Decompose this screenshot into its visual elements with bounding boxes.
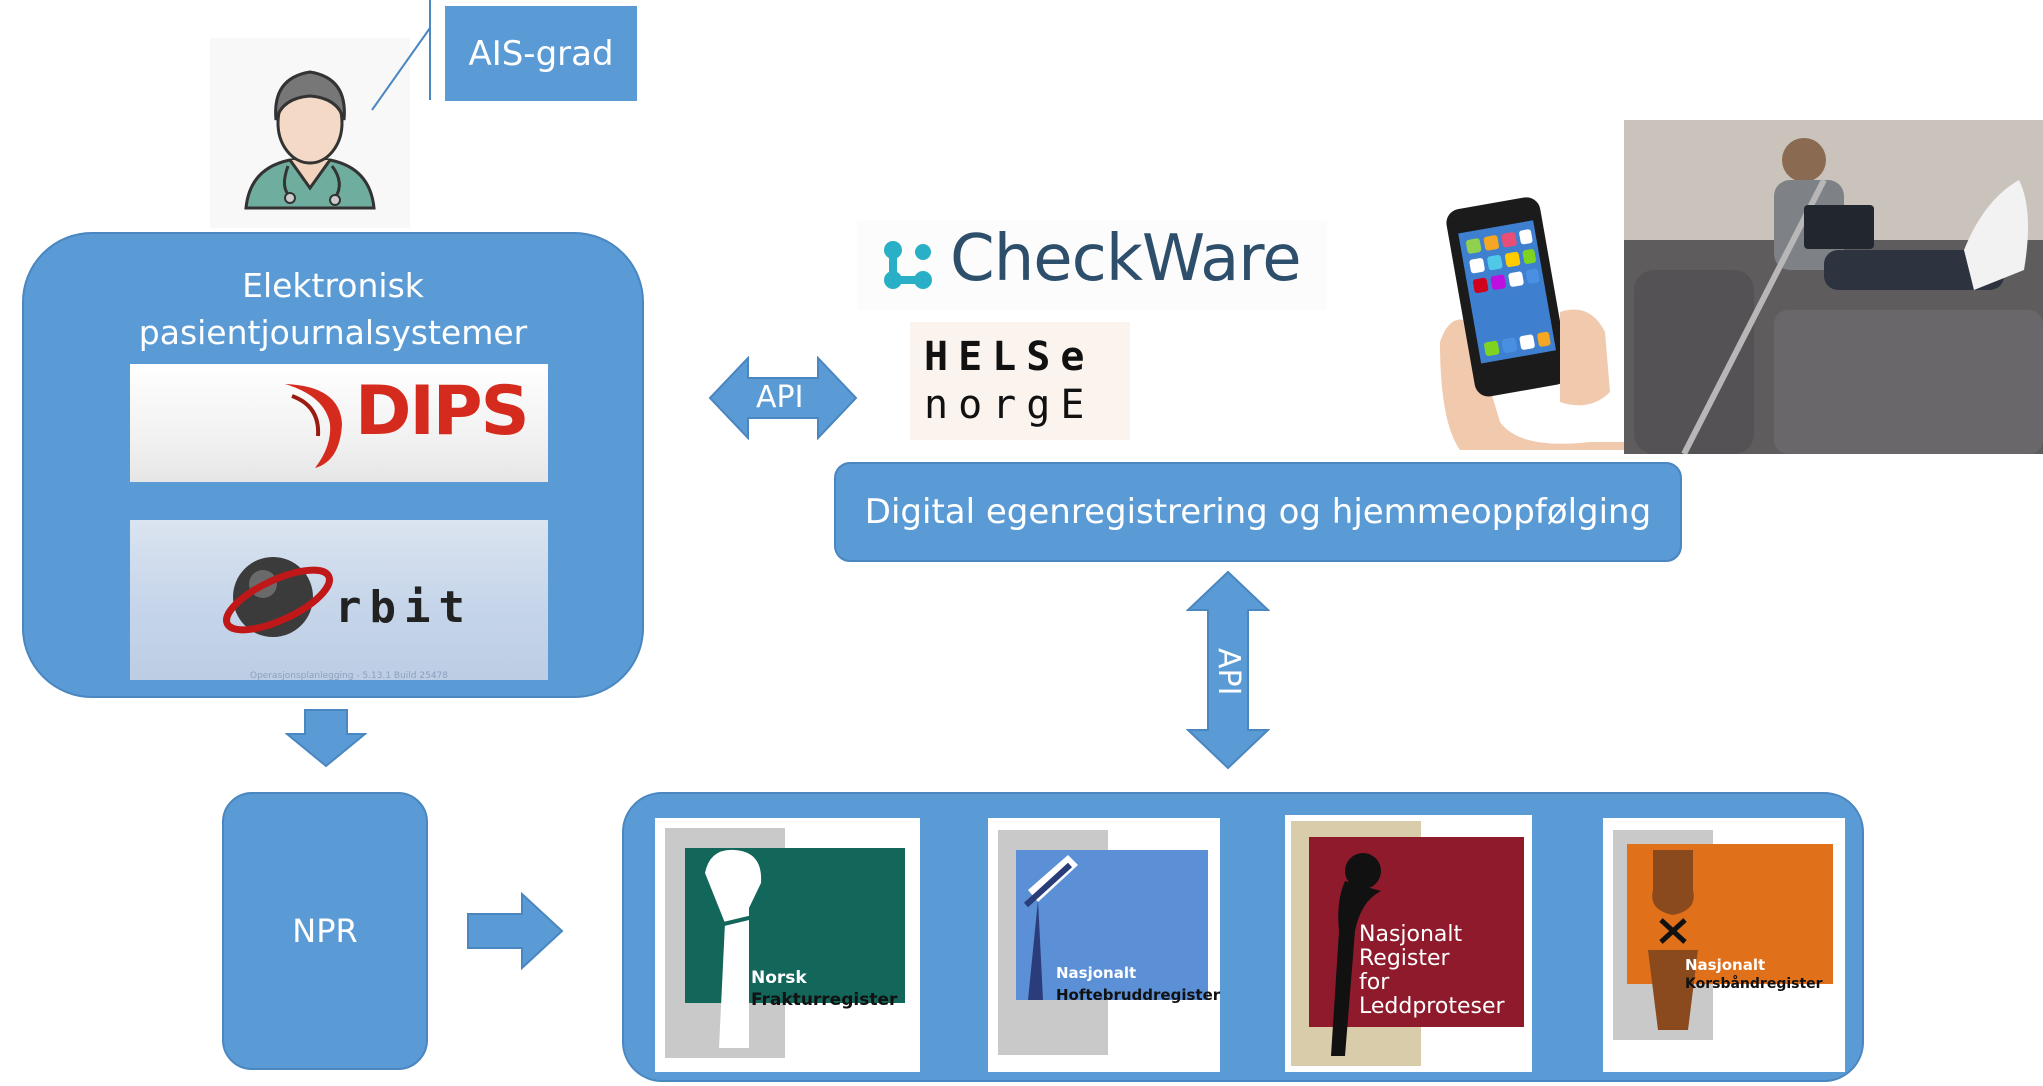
doctor-icon [244, 70, 376, 210]
doctor-avatar [210, 38, 410, 228]
hip-prosthesis-icon [1291, 821, 1524, 1066]
epj-title-line1: Elektronisk [242, 266, 424, 305]
checkware-logo [857, 220, 1327, 310]
registry-3-line3: for [1359, 970, 1390, 995]
registry-3-line4: Leddproteser [1359, 994, 1505, 1019]
registry-card-leddproteser: Nasjonalt Register for Leddproteser [1285, 815, 1532, 1072]
orbit-globe-icon [223, 557, 333, 637]
registry-2-line2: Hoftebruddregister [1056, 986, 1221, 1004]
npr-box: NPR [222, 792, 428, 1070]
orbit-version: Operasjonsplanlegging - 5.13.1 Build 254… [250, 671, 448, 681]
registry-4-line1: Nasjonalt [1685, 956, 1766, 974]
registry-1-line1: Norsk [751, 968, 807, 988]
checkware-logo-text: CheckWare [950, 222, 1302, 296]
registry-card-fraktur: Norsk Frakturregister [655, 818, 920, 1072]
knee-icon [1613, 830, 1833, 1040]
registry-card-korsbaand: Nasjonalt Korsbåndregister [1603, 818, 1845, 1072]
registry-1-line2: Frakturregister [751, 990, 898, 1010]
dips-swoosh-icon [285, 384, 342, 468]
registry-3-line2: Register [1359, 946, 1450, 971]
orbit-logo [130, 520, 548, 680]
patient-on-sofa-image [1624, 120, 2043, 456]
registry-3-text: Nasjonalt Register for Leddproteser [1359, 923, 1505, 1019]
registry-2-line1: Nasjonalt [1056, 964, 1137, 982]
orbit-logo-text: rbit [335, 582, 473, 633]
api-horizontal-arrow [708, 356, 858, 440]
checkware-icon [884, 241, 932, 289]
helsenorge-logo: HELSe norgE [910, 322, 1130, 440]
patient-photo [1624, 120, 2043, 456]
api-vertical-arrow [1186, 570, 1270, 770]
dips-logo-text: DIPS [355, 372, 530, 451]
callout-line [371, 0, 431, 111]
helsenorge-line2: norgE [924, 382, 1095, 428]
femur-icon [665, 828, 905, 1058]
registry-card-hoftebrudd: Nasjonalt Hoftebruddregister [988, 818, 1220, 1072]
right-arrow-npr-registries [467, 892, 564, 970]
smartphone-icon [1440, 197, 1625, 450]
api-horizontal-label: API [756, 380, 804, 415]
digital-egenregistrering-box: Digital egenregistrering og hjemmeoppføl… [834, 462, 1682, 562]
api-vertical-label: API [1211, 648, 1246, 696]
ais-grad-box: AIS-grad [445, 6, 637, 101]
dips-logo [130, 364, 548, 482]
helsenorge-line1: HELSe [924, 334, 1095, 380]
phone-photo [1440, 192, 1625, 450]
registry-3-line1: Nasjonalt [1359, 922, 1463, 947]
epj-title: Elektronisk pasientjournalsystemer [22, 262, 644, 356]
registry-4-line2: Korsbåndregister [1685, 976, 1823, 992]
hip-fracture-icon [998, 830, 1208, 1055]
epj-title-line2: pasientjournalsystemer [138, 313, 528, 352]
down-arrow-epj-npr [285, 709, 367, 768]
